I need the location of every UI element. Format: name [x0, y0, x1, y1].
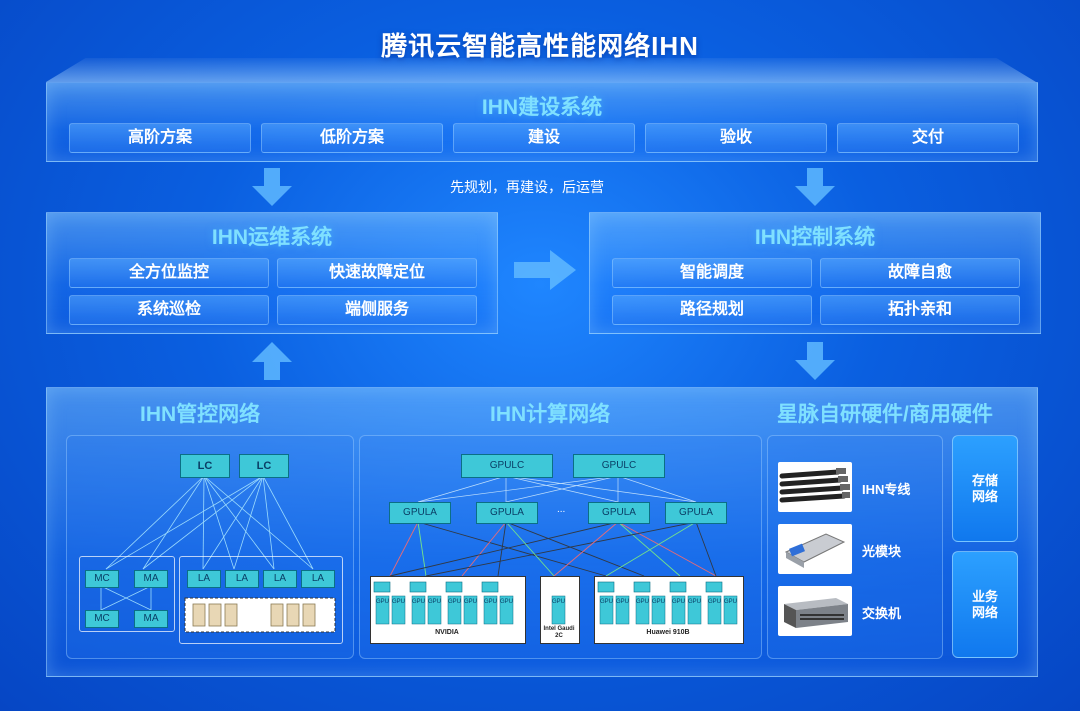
- flow-note: 先规划，再建设，后运营: [450, 179, 604, 195]
- gpula-node[interactable]: GPULA: [389, 502, 451, 524]
- page-title: 腾讯云智能高性能网络IHN: [381, 31, 699, 61]
- vendor-label-huawei: Huawei 910B: [646, 629, 690, 636]
- ops-system-title: IHN运维系统: [211, 226, 333, 249]
- arrow-down-icon: [252, 168, 292, 206]
- compute-network-title: IHN计算网络: [490, 403, 611, 426]
- control-item-path-plan[interactable]: 路径规划: [612, 295, 812, 325]
- ops-system-panel: IHN运维系统 全方位监控 快速故障定位 系统巡检 端侧服务: [46, 212, 498, 334]
- mc-node[interactable]: MC: [85, 610, 119, 628]
- lc-node[interactable]: LC: [180, 454, 230, 478]
- arrow-right-icon: [514, 250, 576, 290]
- build-item-low-level[interactable]: 低阶方案: [261, 123, 443, 153]
- la-server-group: [179, 556, 343, 644]
- gpu-card-label: GPU: [672, 599, 686, 605]
- compute-network-diagram: GPULC GPULC GPULA GPULA ... GPULA GPULA …: [359, 435, 762, 659]
- vendor-label-nvidia: NVIDIA: [435, 629, 459, 636]
- mgmt-network-diagram: LC LC MC MA MC MA LA LA LA LA: [66, 435, 354, 659]
- gpula-ellipsis: ...: [557, 504, 566, 515]
- hardware-diagram: IHN专线 光模块 交换机: [767, 435, 943, 659]
- gpu-card-label: GPU: [464, 599, 478, 605]
- gpu-card-label: GPU: [724, 599, 738, 605]
- hw-label-switch: 交换机: [862, 606, 902, 621]
- mc-node[interactable]: MC: [85, 570, 119, 588]
- gpu-card-label: GPU: [688, 599, 702, 605]
- gpu-card-label: GPU: [616, 599, 630, 605]
- control-item-topology[interactable]: 拓扑亲和: [820, 295, 1020, 325]
- arrow-down-icon: [795, 342, 835, 380]
- storage-network-label: 存储网络: [971, 472, 998, 504]
- gpu-card-label: GPU: [376, 599, 390, 605]
- optical-module-icon: [784, 533, 846, 568]
- gpula-node[interactable]: GPULA: [476, 502, 538, 524]
- la-node[interactable]: LA: [263, 570, 297, 588]
- gpu-cards: [373, 581, 738, 625]
- gpu-card-label: GPU: [412, 599, 426, 605]
- gpula-node[interactable]: GPULA: [588, 502, 650, 524]
- ma-node[interactable]: MA: [134, 570, 168, 588]
- cable-icon: [779, 468, 850, 503]
- gpu-card-label: GPU: [500, 599, 514, 605]
- arrow-up-icon: [252, 342, 292, 380]
- build-item-construction[interactable]: 建设: [453, 123, 635, 153]
- gpu-card-label: GPU: [428, 599, 442, 605]
- vendor-label-intel: Intel Gaudi 2C: [543, 626, 575, 639]
- lc-node[interactable]: LC: [239, 454, 289, 478]
- hardware-title: 星脉自研硬件/商用硬件: [777, 403, 993, 426]
- control-system-panel: IHN控制系统 智能调度 故障自愈 路径规划 拓扑亲和: [589, 212, 1041, 334]
- la-node[interactable]: LA: [187, 570, 221, 588]
- optical-module-image: [778, 524, 852, 574]
- business-network-box[interactable]: 业务网络: [952, 551, 1018, 658]
- ops-item-fault-locate[interactable]: 快速故障定位: [277, 258, 477, 288]
- business-network-label: 业务网络: [971, 588, 998, 620]
- gpu-card-label: GPU: [652, 599, 666, 605]
- gpu-card-label: GPU: [448, 599, 462, 605]
- server-icons: [184, 597, 336, 633]
- control-item-self-heal[interactable]: 故障自愈: [820, 258, 1020, 288]
- hw-label-optical-module: 光模块: [862, 544, 902, 559]
- control-system-title: IHN控制系统: [754, 226, 876, 249]
- switch-image: [778, 586, 852, 636]
- gpu-card-label: GPU: [552, 599, 566, 605]
- ops-item-endpoint[interactable]: 端侧服务: [277, 295, 477, 325]
- gpulc-node[interactable]: GPULC: [573, 454, 665, 478]
- build-item-delivery[interactable]: 交付: [837, 123, 1019, 153]
- build-item-high-level[interactable]: 高阶方案: [69, 123, 251, 153]
- compute-links: [389, 475, 717, 577]
- build-system-title: IHN建设系统: [481, 96, 603, 119]
- la-node[interactable]: LA: [225, 570, 259, 588]
- arrow-down-icon: [795, 168, 835, 206]
- gpu-card-label: GPU: [600, 599, 614, 605]
- gpu-card-label: GPU: [636, 599, 650, 605]
- switch-icon: [784, 598, 848, 628]
- build-system-panel: IHN建设系统 高阶方案 低阶方案 建设 验收 交付: [46, 82, 1038, 162]
- mgmt-links: [100, 475, 314, 611]
- gpula-node[interactable]: GPULA: [665, 502, 727, 524]
- hw-label-cable: IHN专线: [862, 482, 911, 497]
- mc-ma-group: [79, 556, 175, 632]
- roof-decoration: [46, 58, 1036, 82]
- gpulc-node[interactable]: GPULC: [461, 454, 553, 478]
- control-item-scheduling[interactable]: 智能调度: [612, 258, 812, 288]
- gpu-card-label: GPU: [392, 599, 406, 605]
- cable-image: [778, 462, 852, 512]
- mgmt-network-title: IHN管控网络: [140, 403, 261, 426]
- ops-item-inspection[interactable]: 系统巡检: [69, 295, 269, 325]
- ma-node[interactable]: MA: [134, 610, 168, 628]
- gpu-card-label: GPU: [484, 599, 498, 605]
- ops-item-monitoring[interactable]: 全方位监控: [69, 258, 269, 288]
- storage-network-box[interactable]: 存储网络: [952, 435, 1018, 542]
- gpu-card-label: GPU: [708, 599, 722, 605]
- la-node[interactable]: LA: [301, 570, 335, 588]
- build-item-acceptance[interactable]: 验收: [645, 123, 827, 153]
